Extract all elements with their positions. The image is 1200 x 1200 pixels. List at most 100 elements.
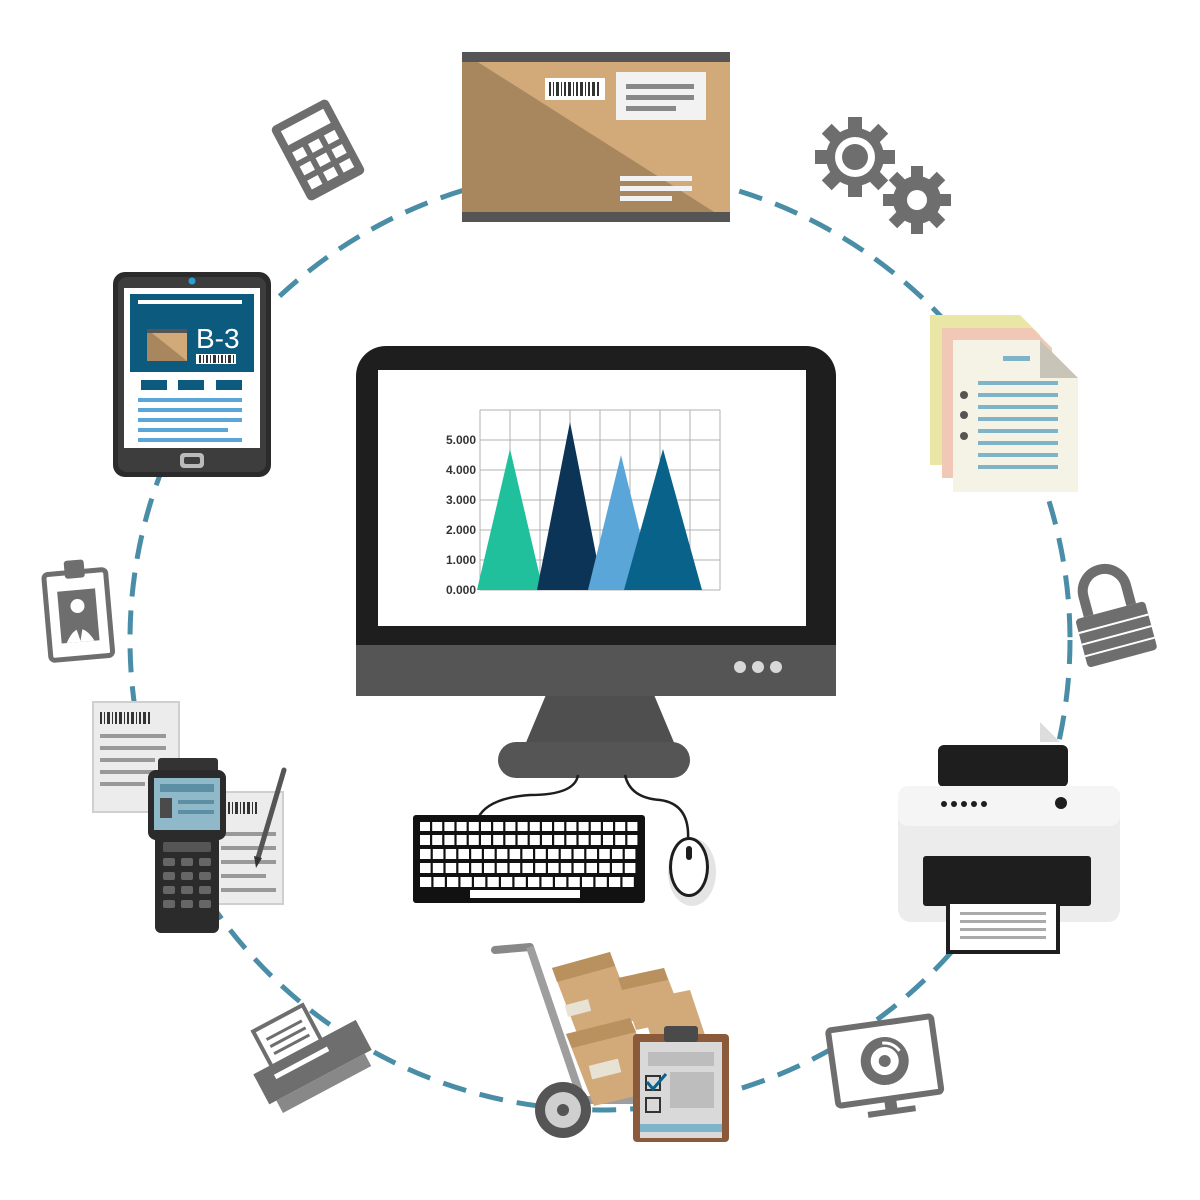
y-tick-label: 0.000 xyxy=(446,583,476,597)
keyboard-key xyxy=(445,849,457,859)
keyboard-key xyxy=(493,822,504,831)
keyboard-key xyxy=(458,863,469,873)
chart-peak-1 xyxy=(477,449,543,590)
keyboard-key xyxy=(566,822,577,831)
keyboard-key xyxy=(548,863,559,873)
mouse-cable xyxy=(623,774,690,841)
keyboard-key xyxy=(528,877,540,887)
keyboard-key xyxy=(578,835,589,845)
keyboard xyxy=(413,815,645,903)
keyboard-key xyxy=(603,835,613,845)
keyboard-key xyxy=(496,849,508,859)
keyboard-key xyxy=(468,822,479,831)
keyboard-key xyxy=(456,835,467,845)
keyboard-key xyxy=(458,849,469,859)
keyboard-key xyxy=(542,822,552,831)
keyboard-spacebar xyxy=(470,890,580,898)
keyboard-key xyxy=(599,863,610,873)
keyboard-key xyxy=(555,877,567,887)
keyboard-key xyxy=(474,877,486,887)
keyboard-key xyxy=(509,849,521,859)
tablet-screen-label: B-3 xyxy=(196,323,240,354)
keyboard-key xyxy=(481,822,491,831)
keyboard-key xyxy=(468,835,479,845)
handheld-scanner-icon xyxy=(92,701,287,933)
keyboard-key xyxy=(603,822,613,831)
keyboard-key xyxy=(484,849,495,859)
keyboard-key xyxy=(505,835,516,845)
keyboard-key xyxy=(578,822,589,831)
keyboard-key xyxy=(460,877,472,887)
keyboard-key xyxy=(612,863,623,873)
keyboard-key xyxy=(627,835,638,845)
keyboard-key xyxy=(542,835,552,845)
keyboard-key xyxy=(471,863,482,873)
keyboard-key xyxy=(529,822,540,831)
keyboard-key xyxy=(586,849,597,859)
keyboard-key xyxy=(420,877,432,887)
id-badge-icon xyxy=(41,559,116,663)
chart-peak-4 xyxy=(624,449,702,590)
keyboard-key xyxy=(554,835,565,845)
keyboard-key xyxy=(548,849,559,859)
keyboard-key xyxy=(573,849,585,859)
printer-icon xyxy=(898,722,1120,954)
y-tick-label: 1.000 xyxy=(446,553,476,567)
y-tick-label: 2.000 xyxy=(446,523,476,537)
keyboard-key xyxy=(432,863,444,873)
keyboard-key xyxy=(586,863,597,873)
keyboard-key xyxy=(529,835,540,845)
keyboard-key xyxy=(573,863,585,873)
keyboard-key xyxy=(517,822,528,831)
documents-icon xyxy=(930,315,1078,492)
keyboard-key xyxy=(615,835,626,845)
keyboard-key xyxy=(624,849,636,859)
keyboard-cable xyxy=(476,774,580,819)
keyboard-key xyxy=(522,849,533,859)
keyboard-key xyxy=(615,822,626,831)
keyboard-key xyxy=(612,849,623,859)
mouse xyxy=(668,837,716,906)
parcel-icon xyxy=(462,52,730,222)
y-tick-label: 5.000 xyxy=(446,433,476,447)
keyboard-key xyxy=(432,849,444,859)
keyboard-key xyxy=(560,849,572,859)
computer-monitor xyxy=(356,346,836,778)
keyboard-key xyxy=(456,822,467,831)
keyboard-key xyxy=(505,822,516,831)
padlock-icon xyxy=(1076,564,1157,667)
keyboard-key xyxy=(554,822,565,831)
keyboard-key xyxy=(487,877,499,887)
keyboard-key xyxy=(535,849,546,859)
fax-icon xyxy=(250,1002,372,1113)
keyboard-key xyxy=(582,877,594,887)
keyboard-key xyxy=(420,849,431,859)
chart-peak-2 xyxy=(537,422,603,590)
keyboard-key xyxy=(622,877,634,887)
keyboard-key xyxy=(522,863,533,873)
keyboard-key xyxy=(595,877,607,887)
keyboard-key xyxy=(509,863,521,873)
keyboard-key xyxy=(444,822,455,831)
keyboard-key xyxy=(566,835,577,845)
keyboard-key xyxy=(444,835,455,845)
keyboard-key xyxy=(568,877,580,887)
keyboard-key xyxy=(471,849,482,859)
keyboard-key xyxy=(432,835,443,845)
keyboard-key xyxy=(560,863,572,873)
clipboard-icon xyxy=(633,1026,729,1142)
keyboard-key xyxy=(447,877,459,887)
monitor-disc-icon xyxy=(825,1013,945,1118)
keyboard-key xyxy=(484,863,495,873)
keyboard-key xyxy=(590,822,601,831)
keyboard-key xyxy=(599,849,610,859)
keyboard-key xyxy=(624,863,636,873)
keyboard-key xyxy=(432,822,443,831)
keyboard-key xyxy=(627,822,638,831)
keyboard-key xyxy=(420,863,431,873)
keyboard-key xyxy=(445,863,457,873)
keyboard-key xyxy=(517,835,528,845)
